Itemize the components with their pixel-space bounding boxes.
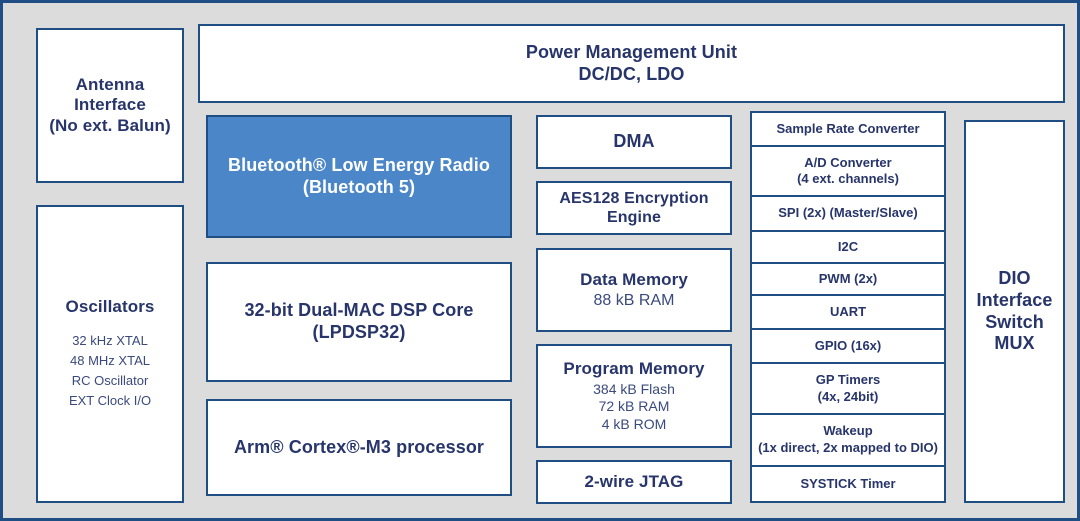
block-dma: DMA [536, 115, 732, 169]
dio-line2: Interface [976, 289, 1053, 310]
peripheral-sublabel: (1x direct, 2x mapped to DIO) [758, 439, 938, 455]
peripheral-label: Sample Rate Converter [776, 120, 920, 136]
oscillators-list: 32 kHz XTAL 48 MHz XTAL RC Oscillator EX… [69, 331, 151, 412]
data-memory-title: Data Memory [580, 269, 688, 289]
peripheral-label: SPI (2x) (Master/Slave) [778, 205, 918, 221]
peripheral-label: A/D Converter [804, 155, 892, 171]
peripheral-row-wakeup: Wakeup (1x direct, 2x mapped to DIO) [752, 415, 944, 467]
peripheral-row-i2c: I2C [752, 232, 944, 264]
radio-line2: (Bluetooth 5) [302, 176, 416, 197]
dio-line1: DIO [998, 268, 1031, 289]
peripheral-sublabel: (4 ext. channels) [797, 171, 899, 187]
dsp-core-line2: (LPDSP32) [312, 322, 406, 342]
block-aes128-encryption-engine: AES128 Encryption Engine [536, 181, 732, 235]
peripheral-label: GP Timers [815, 372, 881, 388]
block-program-memory: Program Memory 384 kB Flash 72 kB RAM 4 … [536, 344, 732, 448]
dio-line3: Switch [985, 311, 1044, 332]
block-cortex-m3-processor: Arm® Cortex®-M3 processor [206, 399, 512, 496]
antenna-interface-line1: Antenna [75, 74, 145, 94]
peripheral-label: UART [829, 303, 867, 319]
block-oscillators: Oscillators 32 kHz XTAL 48 MHz XTAL RC O… [36, 205, 184, 503]
peripheral-label: GPIO (16x) [814, 338, 882, 354]
peripheral-sublabel: (4x, 24bit) [817, 388, 879, 404]
jtag-label: 2-wire JTAG [584, 471, 684, 491]
aes-line1: AES128 Encryption [559, 189, 709, 207]
antenna-interface-line2: Interface [74, 95, 146, 115]
block-antenna-interface: Antenna Interface (No ext. Balun) [36, 28, 184, 183]
power-management-unit-title: Power Management Unit [525, 41, 738, 62]
oscillators-item: EXT Clock I/O [68, 393, 152, 409]
antenna-interface-line3: (No ext. Balun) [49, 115, 171, 135]
program-memory-sub3: 4 kB ROM [601, 416, 667, 433]
dsp-core-line1: 32-bit Dual-MAC DSP Core [244, 300, 474, 321]
peripheral-label: I2C [837, 238, 859, 254]
peripheral-row-ad-converter: A/D Converter (4 ext. channels) [752, 147, 944, 198]
peripheral-row-gpio: GPIO (16x) [752, 330, 944, 365]
peripheral-row-systick-timer: SYSTICK Timer [752, 467, 944, 501]
peripheral-row-uart: UART [752, 296, 944, 331]
block-data-memory: Data Memory 88 kB RAM [536, 248, 732, 332]
block-dsp-core: 32-bit Dual-MAC DSP Core (LPDSP32) [206, 262, 512, 382]
oscillators-item: 48 MHz XTAL [70, 353, 150, 369]
data-memory-sub1: 88 kB RAM [593, 292, 675, 310]
power-management-unit-subtitle: DC/DC, LDO [578, 63, 685, 84]
program-memory-sub2: 72 kB RAM [598, 398, 670, 415]
peripheral-label: PWM (2x) [818, 270, 878, 286]
oscillators-item: RC Oscillator [71, 373, 149, 389]
block-dio-interface-switch-mux: DIO Interface Switch MUX [964, 120, 1065, 503]
block-power-management-unit: Power Management Unit DC/DC, LDO [198, 24, 1065, 103]
oscillators-title: Oscillators [65, 296, 155, 316]
peripheral-label: SYSTICK Timer [800, 475, 896, 491]
dio-line4: MUX [994, 333, 1035, 354]
block-2-wire-jtag: 2-wire JTAG [536, 460, 732, 504]
peripheral-label: Wakeup [823, 423, 873, 439]
dma-label: DMA [613, 131, 655, 152]
peripheral-row-spi: SPI (2x) (Master/Slave) [752, 197, 944, 232]
peripheral-stack: Sample Rate Converter A/D Converter (4 e… [750, 111, 946, 503]
oscillators-item: 32 kHz XTAL [72, 332, 148, 348]
cortex-m3-label: Arm® Cortex®-M3 processor [233, 436, 485, 457]
peripheral-row-gp-timers: GP Timers (4x, 24bit) [752, 364, 944, 415]
block-bluetooth-low-energy-radio: Bluetooth® Low Energy Radio (Bluetooth 5… [206, 115, 512, 238]
radio-line1: Bluetooth® Low Energy Radio [228, 154, 490, 175]
peripheral-row-pwm: PWM (2x) [752, 264, 944, 297]
peripheral-row-sample-rate-converter: Sample Rate Converter [752, 113, 944, 148]
aes-line2: Engine [607, 209, 661, 226]
program-memory-title: Program Memory [563, 359, 705, 379]
program-memory-sub1: 384 kB Flash [593, 380, 675, 397]
